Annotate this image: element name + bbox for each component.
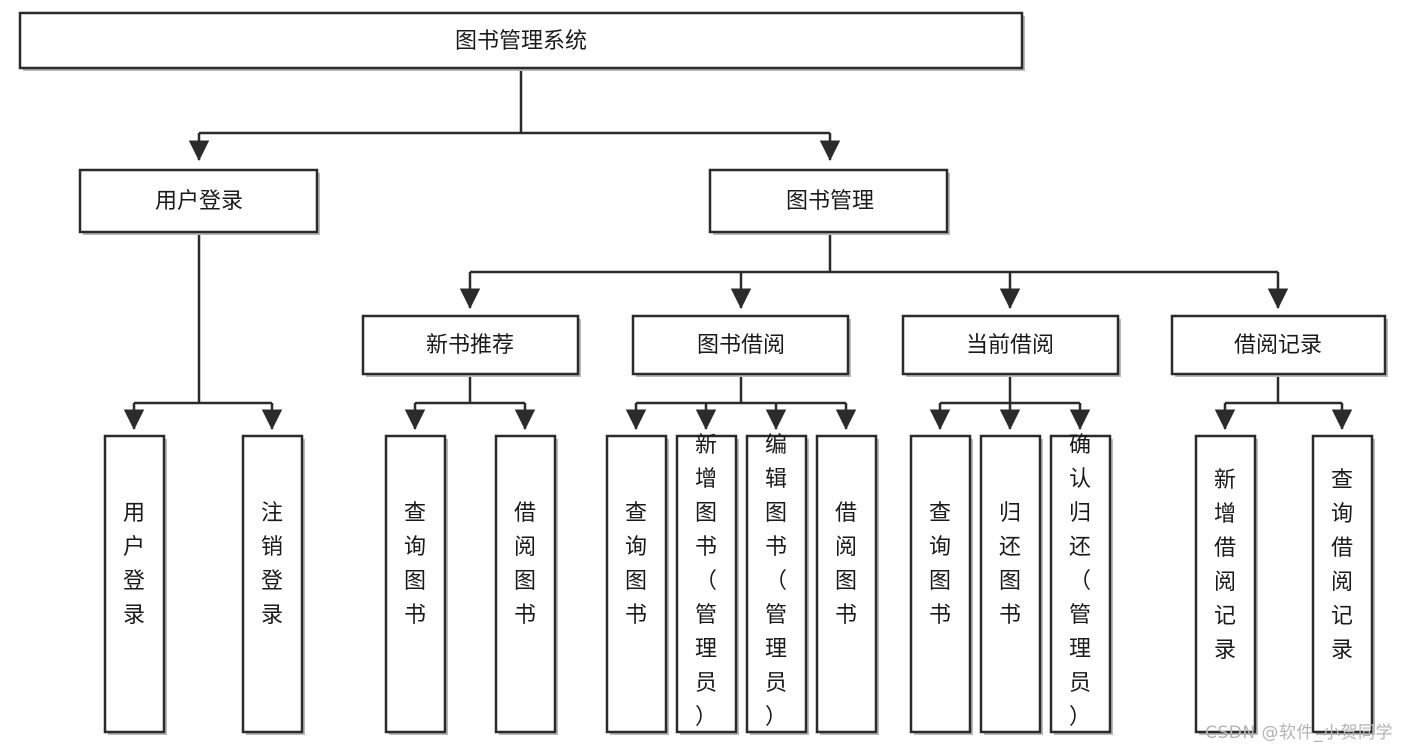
node-current-borrow-label: 当前借阅 [966,333,1054,358]
node-user-login-label: 用户登录 [155,189,243,214]
node-leaf-query-book-1-label: 查询图书 [404,501,426,628]
node-book-borrow-label: 图书借阅 [697,333,785,358]
node-leaf-user-login[interactable]: 用户登录 [103,434,167,735]
node-book-borrow[interactable]: 图书借阅 [631,314,851,377]
node-leaf-user-login-label: 用户登录 [123,501,145,628]
node-root-label: 图书管理系统 [455,29,587,54]
node-current-borrow[interactable]: 当前借阅 [901,314,1121,377]
node-leaf-logout[interactable]: 注销登录 [241,434,305,735]
node-user-login[interactable]: 用户登录 [78,168,320,235]
node-leaf-query-record[interactable]: 查询借阅记录 [1311,434,1375,735]
connector-edges [123,68,1353,430]
node-leaf-add-book[interactable]: 新增图书（管理员） [675,433,739,735]
node-root[interactable]: 图书管理系统 [18,11,1025,71]
node-leaf-confirm-return[interactable]: 确认归还（管理员） [1049,433,1113,735]
node-new-book-rec[interactable]: 新书推荐 [361,314,581,377]
node-leaf-confirm-return-label: 确认归还（管理员） [1069,433,1091,730]
node-leaf-query-book-3[interactable]: 查询图书 [909,434,973,735]
node-leaf-borrow-book-2-label: 借阅图书 [835,501,857,628]
node-leaf-borrow-book-1[interactable]: 借阅图书 [494,434,558,735]
node-leaf-borrow-book-1-label: 借阅图书 [514,501,536,628]
node-leaf-borrow-book-2[interactable]: 借阅图书 [815,434,879,735]
node-leaf-edit-book-label: 编辑图书（管理员） [765,433,787,730]
node-leaf-logout-label: 注销登录 [261,501,283,628]
node-leaf-return-book[interactable]: 归还图书 [979,434,1043,735]
node-leaf-query-record-label: 查询借阅记录 [1331,468,1353,663]
node-book-manage-label: 图书管理 [786,189,874,214]
node-leaf-query-book-3-label: 查询图书 [929,501,951,628]
node-book-manage[interactable]: 图书管理 [708,168,950,235]
node-leaf-query-book-2[interactable]: 查询图书 [605,434,669,735]
node-leaf-query-book-1[interactable]: 查询图书 [384,434,448,735]
node-leaf-edit-book[interactable]: 编辑图书（管理员） [745,433,809,735]
node-borrow-record[interactable]: 借阅记录 [1170,314,1388,377]
node-new-book-rec-label: 新书推荐 [426,333,514,358]
node-leaf-query-book-2-label: 查询图书 [625,501,647,628]
node-leaf-add-record-label: 新增借阅记录 [1214,468,1236,663]
node-borrow-record-label: 借阅记录 [1234,333,1322,358]
node-leaf-add-book-label: 新增图书（管理员） [695,433,717,730]
node-leaf-add-record[interactable]: 新增借阅记录 [1194,434,1258,735]
node-leaf-return-book-label: 归还图书 [999,501,1021,628]
